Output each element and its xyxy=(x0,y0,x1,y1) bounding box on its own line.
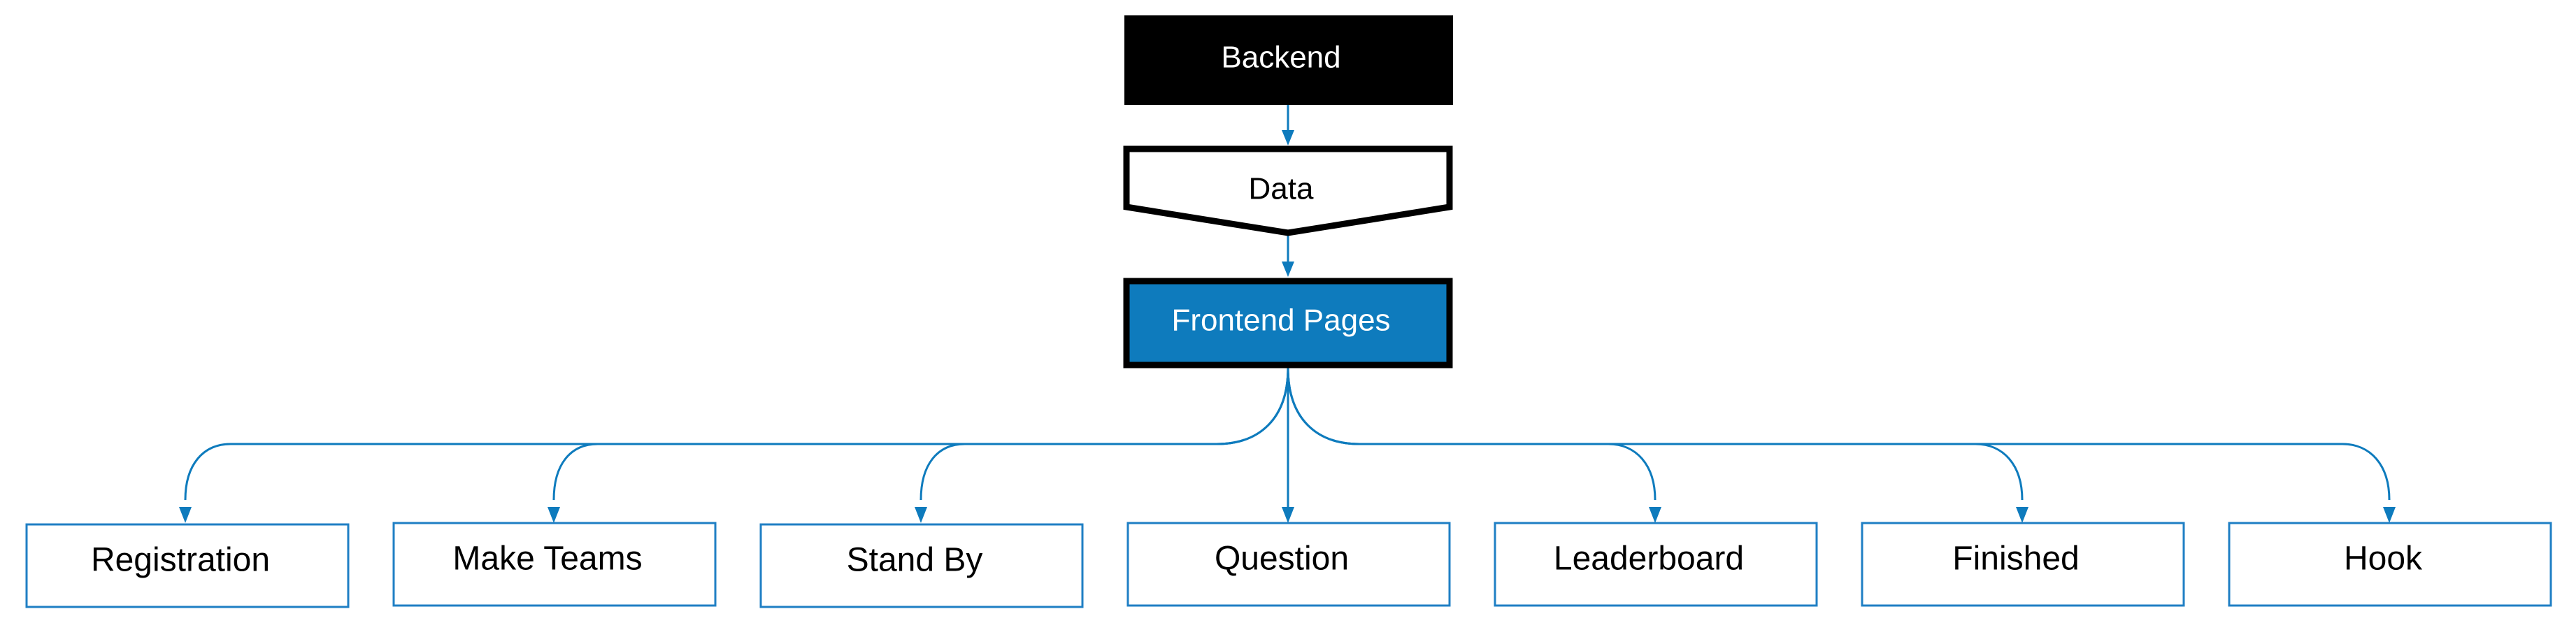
frontend-box xyxy=(1123,278,1453,368)
arrowhead-finished xyxy=(2016,507,2028,523)
registration-label: Registration xyxy=(91,542,270,579)
node-stand-by: Stand By xyxy=(759,523,1084,608)
edge-frontend-to-finished xyxy=(1287,367,2024,501)
edge-frontend-to-hook xyxy=(1287,367,2391,501)
node-registration: Registration xyxy=(25,523,350,608)
arrowhead-data xyxy=(1282,130,1294,145)
data-shape xyxy=(1123,145,1453,236)
node-make-teams: Make Teams xyxy=(392,522,717,607)
arrowhead-question xyxy=(1282,507,1294,523)
leaderboard-label: Leaderboard xyxy=(1554,541,1744,578)
backend-label: Backend xyxy=(1221,41,1340,75)
node-backend: Backend xyxy=(1124,15,1453,105)
frontend-label: Frontend Pages xyxy=(1171,303,1390,338)
arrowhead-frontend xyxy=(1282,262,1294,277)
stand-by-box xyxy=(759,523,1084,608)
leaderboard-box xyxy=(1494,522,1818,607)
node-leaderboard: Leaderboard xyxy=(1494,522,1818,607)
edge-frontend-to-registration xyxy=(184,367,1289,501)
edge-frontend-to-make-teams xyxy=(552,367,1289,501)
node-frontend-pages: Frontend Pages xyxy=(1123,278,1453,368)
arrowhead-leaderboard xyxy=(1649,507,1661,523)
make-teams-label: Make Teams xyxy=(452,541,642,578)
registration-box xyxy=(25,523,350,608)
question-box xyxy=(1126,522,1451,607)
finished-box xyxy=(1861,522,2185,607)
make-teams-box xyxy=(392,522,717,607)
edges xyxy=(179,105,2396,523)
arrowhead-make-teams xyxy=(548,507,560,523)
hook-box xyxy=(2228,522,2552,607)
arrowhead-registration xyxy=(179,507,192,523)
page-nodes: Registration Make Teams Stand By Questio… xyxy=(25,522,2552,608)
edge-frontend-to-leaderboard xyxy=(1287,367,1656,501)
node-question: Question xyxy=(1126,522,1451,607)
node-hook: Hook xyxy=(2228,522,2552,607)
node-data: Data xyxy=(1123,145,1453,236)
stand-by-label: Stand By xyxy=(847,542,983,579)
data-label: Data xyxy=(1249,172,1314,206)
edge-frontend-to-stand-by xyxy=(920,367,1289,501)
arrowhead-stand-by xyxy=(915,507,927,523)
backend-box xyxy=(1124,15,1453,105)
finished-label: Finished xyxy=(1952,541,2079,578)
hook-label: Hook xyxy=(2344,541,2423,578)
arrowhead-hook xyxy=(2383,507,2396,523)
node-finished: Finished xyxy=(1861,522,2185,607)
question-label: Question xyxy=(1215,541,1349,578)
